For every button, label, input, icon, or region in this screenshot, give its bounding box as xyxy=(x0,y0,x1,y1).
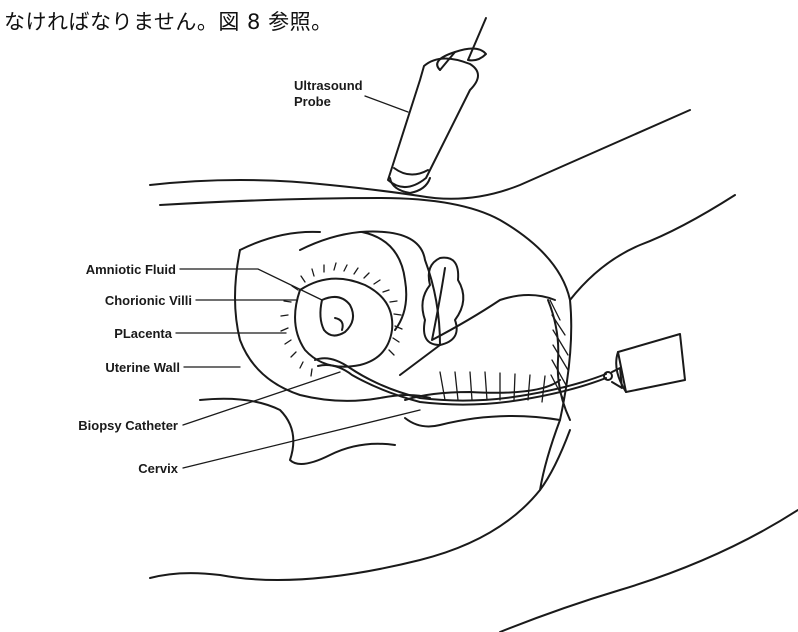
label-biopsy-catheter: Biopsy Catheter xyxy=(78,418,178,433)
leader-lines xyxy=(176,96,420,468)
placenta xyxy=(422,258,463,345)
label-chorionic-villi: Chorionic Villi xyxy=(105,293,192,308)
label-ultrasound: Ultrasound xyxy=(294,78,363,93)
label-placenta: PLacenta xyxy=(114,326,173,341)
label-amniotic-fluid: Amniotic Fluid xyxy=(86,262,176,277)
labels: Ultrasound Probe Amniotic Fluid Chorioni… xyxy=(78,78,362,476)
body-outline xyxy=(150,110,798,632)
label-cervix: Cervix xyxy=(138,461,179,476)
label-probe: Probe xyxy=(294,94,331,109)
gestational-sac xyxy=(281,263,402,376)
label-uterine-wall: Uterine Wall xyxy=(105,360,180,375)
ultrasound-probe xyxy=(388,18,486,193)
